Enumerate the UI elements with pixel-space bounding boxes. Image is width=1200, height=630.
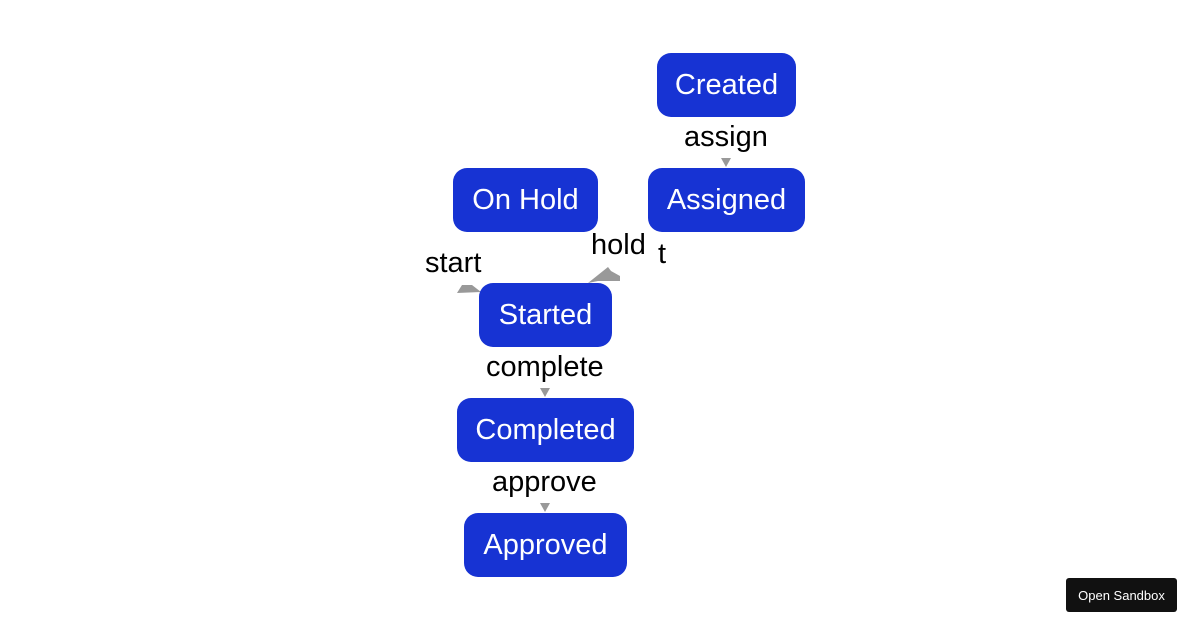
- node-on-hold[interactable]: On Hold: [453, 168, 598, 232]
- hold-arrowhead: [588, 267, 620, 283]
- edge-label-start: start: [425, 247, 482, 279]
- open-sandbox-button[interactable]: Open Sandbox: [1066, 578, 1177, 612]
- edge-label-complete: complete: [486, 351, 604, 383]
- node-created[interactable]: Created: [657, 53, 796, 117]
- edge-label-approve: approve: [492, 466, 597, 498]
- node-approved[interactable]: Approved: [464, 513, 627, 577]
- start-arrowhead: [457, 285, 481, 293]
- edge-label-assign: assign: [684, 121, 768, 153]
- node-assigned[interactable]: Assigned: [648, 168, 805, 232]
- complete-arrowhead: [540, 388, 550, 397]
- approve-arrowhead: [540, 503, 550, 512]
- node-started[interactable]: Started: [479, 283, 612, 347]
- edge-label-start-partial: t: [658, 238, 667, 270]
- assign-arrowhead: [721, 158, 731, 167]
- node-completed[interactable]: Completed: [457, 398, 634, 462]
- edge-label-hold: hold: [591, 229, 646, 261]
